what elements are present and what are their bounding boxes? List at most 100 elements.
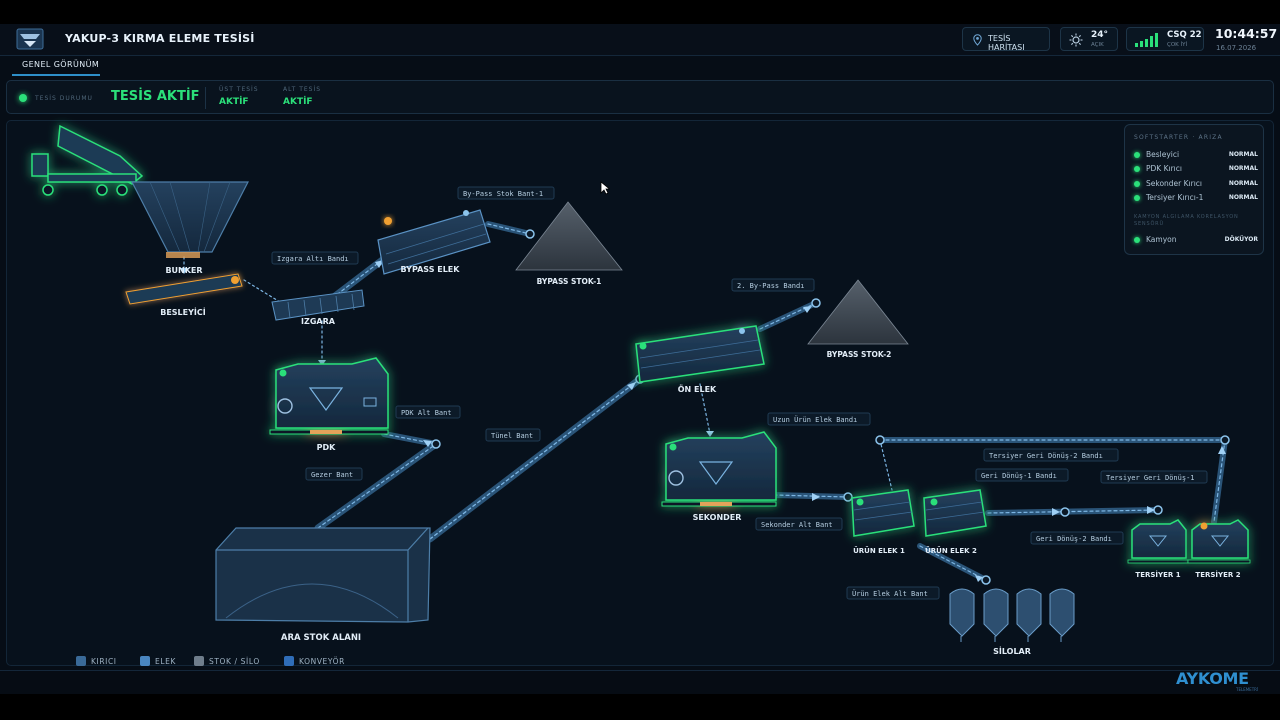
label-pdk-alt: PDK Alt Bant (395, 405, 461, 419)
plant-map-label: TESİS HARİTASI (988, 34, 1025, 52)
pdk-label: PDK (317, 443, 337, 452)
softstarter-row: Sekonder Kırıcı NORMAL (1134, 178, 1258, 190)
weather-desc: AÇIK (1091, 42, 1104, 48)
legend-elek: ELEK (140, 656, 176, 666)
on-elek-screen[interactable] (635, 325, 765, 383)
plant-map-button[interactable]: TESİS HARİTASI (962, 27, 1050, 52)
label-tersiyer-geri-2: Tersiyer Geri Dönüş-2 Bandı (983, 448, 1119, 462)
ara-stok-alani[interactable] (215, 527, 431, 623)
sun-icon (1069, 33, 1083, 47)
bypass-stok-1-label: BYPASS STOK-1 (537, 277, 602, 286)
tersiyer-1-label: TERSİYER 1 (1135, 570, 1180, 579)
urun-elek-2-label: ÜRÜN ELEK 2 (925, 546, 977, 555)
status-dot (1134, 152, 1140, 158)
brand-sub: TELEMETRİ (1236, 687, 1259, 692)
label-izgara-alti: Izgara Altı Bandı (271, 251, 359, 265)
bypass-stok-2-label: BYPASS STOK-2 (827, 350, 892, 359)
bypass-elek-label: BYPASS ELEK (401, 265, 461, 274)
plant-status-bar: TESİS DURUMU TESİS AKTİF ÜST TESİS AKTİF… (6, 80, 1274, 114)
legend-swatch (140, 656, 150, 666)
legend-kirici: KIRICI (76, 656, 117, 666)
clock-time: 10:44:57 (1215, 26, 1278, 41)
tersiyer-2-label: TERSİYER 2 (1195, 570, 1240, 579)
izgara-grizzly[interactable] (271, 289, 365, 321)
urun-elek-2-screen[interactable] (923, 489, 987, 537)
label-uzun-urun: Uzun Ürün Elek Bandı (767, 412, 871, 426)
svg-text:PDK Alt Bant: PDK Alt Bant (401, 409, 452, 417)
label-bypass-2: 2. By-Pass Bandı (731, 278, 815, 292)
upper-plant-label: ÜST TESİS (219, 86, 259, 93)
conveyor-urun-elek-alt[interactable] (917, 543, 989, 583)
tab-bar: GENEL GÖRÜNÜM (0, 56, 1280, 76)
svg-text:Uzun Ürün Elek Bandı: Uzun Ürün Elek Bandı (773, 415, 857, 424)
softstarter-title: SOFTSTARTER · ARIZA (1134, 134, 1223, 141)
brand-logo: AYKOME (1176, 669, 1249, 688)
truck[interactable] (31, 124, 144, 196)
signal-widget: CSQ 22 ÇOK İYİ (1126, 27, 1204, 51)
app-title: YAKUP-3 KIRMA ELEME TESİSİ (65, 32, 255, 45)
besleyici-feeder[interactable] (125, 273, 243, 305)
status-dot (1134, 181, 1140, 187)
silolar[interactable] (949, 588, 1075, 642)
svg-text:Tersiyer Geri Dönüş-2 Bandı: Tersiyer Geri Dönüş-2 Bandı (989, 452, 1103, 460)
conveyor-tunel[interactable] (426, 375, 644, 543)
pdk-crusher[interactable] (269, 357, 389, 435)
legend-swatch (284, 656, 294, 666)
bunker-label: BUNKER (165, 266, 202, 275)
bottom-bar (0, 670, 1280, 694)
legend-stok-silo: STOK / SİLO (194, 656, 260, 666)
status-dot (1134, 237, 1140, 243)
tab-overview-label: GENEL GÖRÜNÜM (22, 60, 100, 69)
svg-text:Tersiyer Geri Dönüş-1: Tersiyer Geri Dönüş-1 (1106, 474, 1195, 482)
label-bypass-stok-bant-1: By-Pass Stok Bant-1 (457, 186, 555, 200)
svg-text:By-Pass Stok Bant-1: By-Pass Stok Bant-1 (463, 190, 543, 198)
svg-text:Geri Dönüş-1 Bandı: Geri Dönüş-1 Bandı (981, 472, 1057, 480)
sensor-note: KAMYON ALGILAMA KORELASYON SENSÖRÜ (1134, 214, 1239, 227)
softstarter-row: Besleyici NORMAL (1134, 149, 1258, 161)
sekonder-crusher[interactable] (661, 431, 777, 507)
clock-date: 16.07.2026 (1216, 44, 1257, 52)
weather-temp: 24° (1091, 30, 1109, 40)
svg-text:Izgara Altı Bandı: Izgara Altı Bandı (277, 255, 349, 263)
bypass-elek-screen[interactable] (377, 209, 491, 275)
label-geri-donus-1: Geri Dönüş-1 Bandı (975, 468, 1069, 482)
label-tunel: Tünel Bant (485, 428, 541, 442)
softstarter-fault-panel: SOFTSTARTER · ARIZA Besleyici NORMAL PDK… (1124, 124, 1264, 255)
plant-status-value: TESİS AKTİF (111, 89, 200, 104)
plant-status-label: TESİS DURUMU (35, 95, 93, 102)
conveyor-gezer[interactable] (314, 440, 440, 532)
label-urun-elek-alt: Ürün Elek Alt Bant (846, 586, 940, 600)
signal-desc: ÇOK İYİ (1167, 42, 1188, 48)
on-elek-label: ÖN ELEK (678, 384, 717, 394)
app-window: YAKUP-3 KIRMA ELEME TESİSİ TESİS HARİTAS… (0, 24, 1280, 694)
svg-text:Tünel Bant: Tünel Bant (491, 432, 533, 440)
label-tersiyer-geri-1: Tersiyer Geri Dönüş-1 (1100, 470, 1208, 484)
label-gezer: Gezer Bant (305, 467, 363, 481)
tab-overview[interactable]: GENEL GÖRÜNÜM (12, 56, 100, 76)
top-bar: YAKUP-3 KIRMA ELEME TESİSİ TESİS HARİTAS… (0, 24, 1280, 56)
svg-text:Geri Dönüş-2 Bandı: Geri Dönüş-2 Bandı (1036, 535, 1112, 543)
mouse-cursor-icon (600, 181, 610, 195)
bypass-stok-2-pile[interactable] (807, 279, 909, 345)
conveyor-sekonder-alt[interactable] (771, 492, 851, 500)
urun-elek-1-screen[interactable] (851, 489, 915, 537)
map-pin-icon (973, 34, 982, 46)
signal-bars-icon (1135, 33, 1158, 47)
svg-text:Gezer Bant: Gezer Bant (311, 471, 353, 479)
lower-plant-value: AKTİF (283, 97, 313, 107)
svg-text:Sekonder Alt Bant: Sekonder Alt Bant (761, 521, 833, 529)
status-dot (1134, 166, 1140, 172)
bypass-stok-1-pile[interactable] (515, 201, 623, 271)
ara-stok-label: ARA STOK ALANI (281, 633, 361, 643)
bunker[interactable] (131, 181, 249, 258)
tersiyer-1-crusher[interactable] (1127, 519, 1189, 564)
tersiyer-2-crusher[interactable] (1187, 519, 1251, 564)
conveyor-tersiyer-geri-1[interactable] (985, 507, 1161, 516)
svg-text:2. By-Pass Bandı: 2. By-Pass Bandı (737, 282, 804, 290)
besleyici-label: BESLEYİCİ (160, 307, 206, 317)
upper-plant-value: AKTİF (219, 97, 249, 107)
label-sekonder-alt: Sekonder Alt Bant (755, 517, 843, 531)
svg-text:Ürün Elek Alt Bant: Ürün Elek Alt Bant (852, 589, 928, 598)
conveyor-bypass-stok-1[interactable] (485, 221, 533, 237)
softstarter-row: PDK Kırıcı NORMAL (1134, 163, 1258, 175)
